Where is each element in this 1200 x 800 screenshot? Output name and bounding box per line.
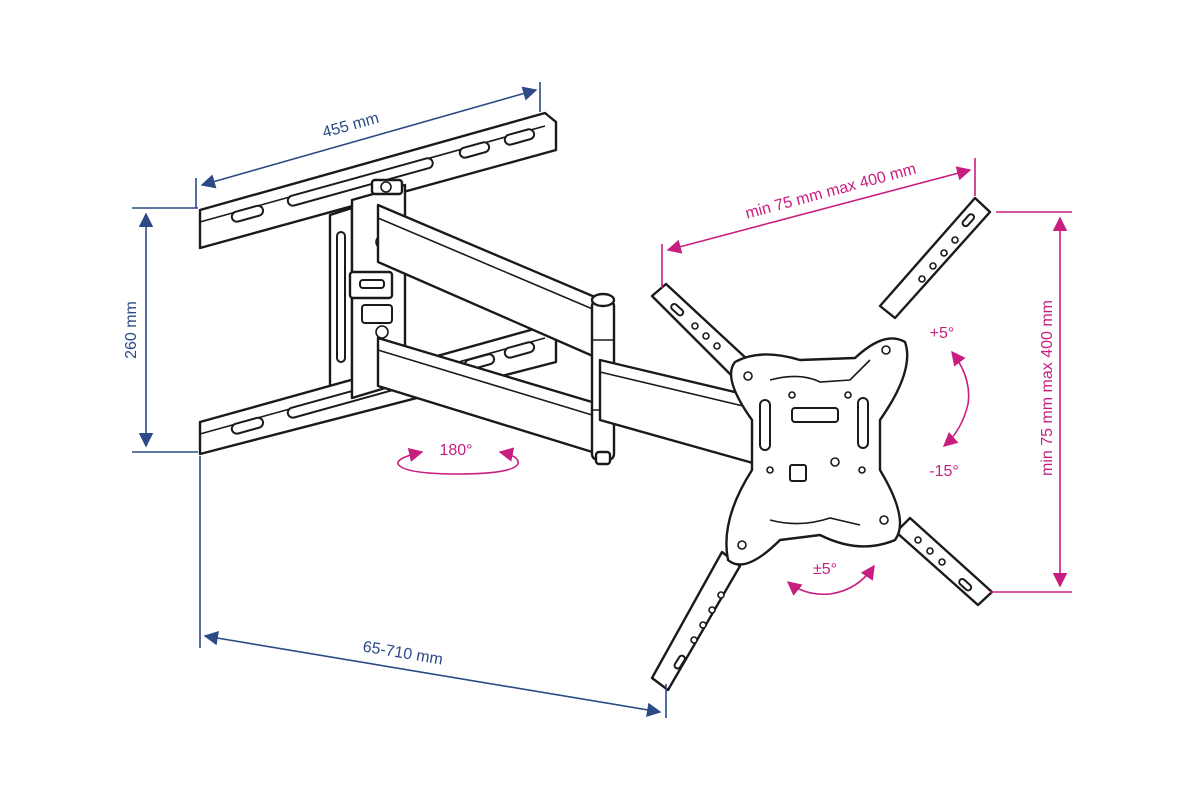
swivel-indicator: 180°: [397, 442, 519, 475]
tilt-indicator: +5° -15°: [929, 325, 970, 480]
dim-vesa-vertical: min 75 mm max 400 mm: [990, 211, 1072, 593]
dim-vesa-horizontal-label: min 75 mm max 400 mm: [744, 161, 918, 223]
tilt-up-label: +5°: [930, 325, 955, 342]
vesa-head-plate: [725, 337, 909, 566]
swivel-label: 180°: [439, 442, 472, 459]
vesa-arm-top-right: [878, 196, 992, 320]
level-label: ±5°: [813, 561, 837, 578]
vesa-arm-bottom-right: [894, 516, 994, 607]
dim-vesa-vertical-label: min 75 mm max 400 mm: [1039, 300, 1056, 476]
swing-arm-upper: [376, 203, 604, 362]
wall-plate-frame: [328, 206, 354, 388]
level-indicator: ±5°: [786, 561, 875, 596]
dim-plate-height: 260 mm: [123, 207, 198, 453]
tilt-down-label: -15°: [929, 463, 959, 480]
vesa-arm-bottom-left: [650, 550, 742, 692]
dim-plate-height-label: 260 mm: [123, 301, 140, 359]
dim-extension: 65-710 mm: [199, 456, 667, 718]
